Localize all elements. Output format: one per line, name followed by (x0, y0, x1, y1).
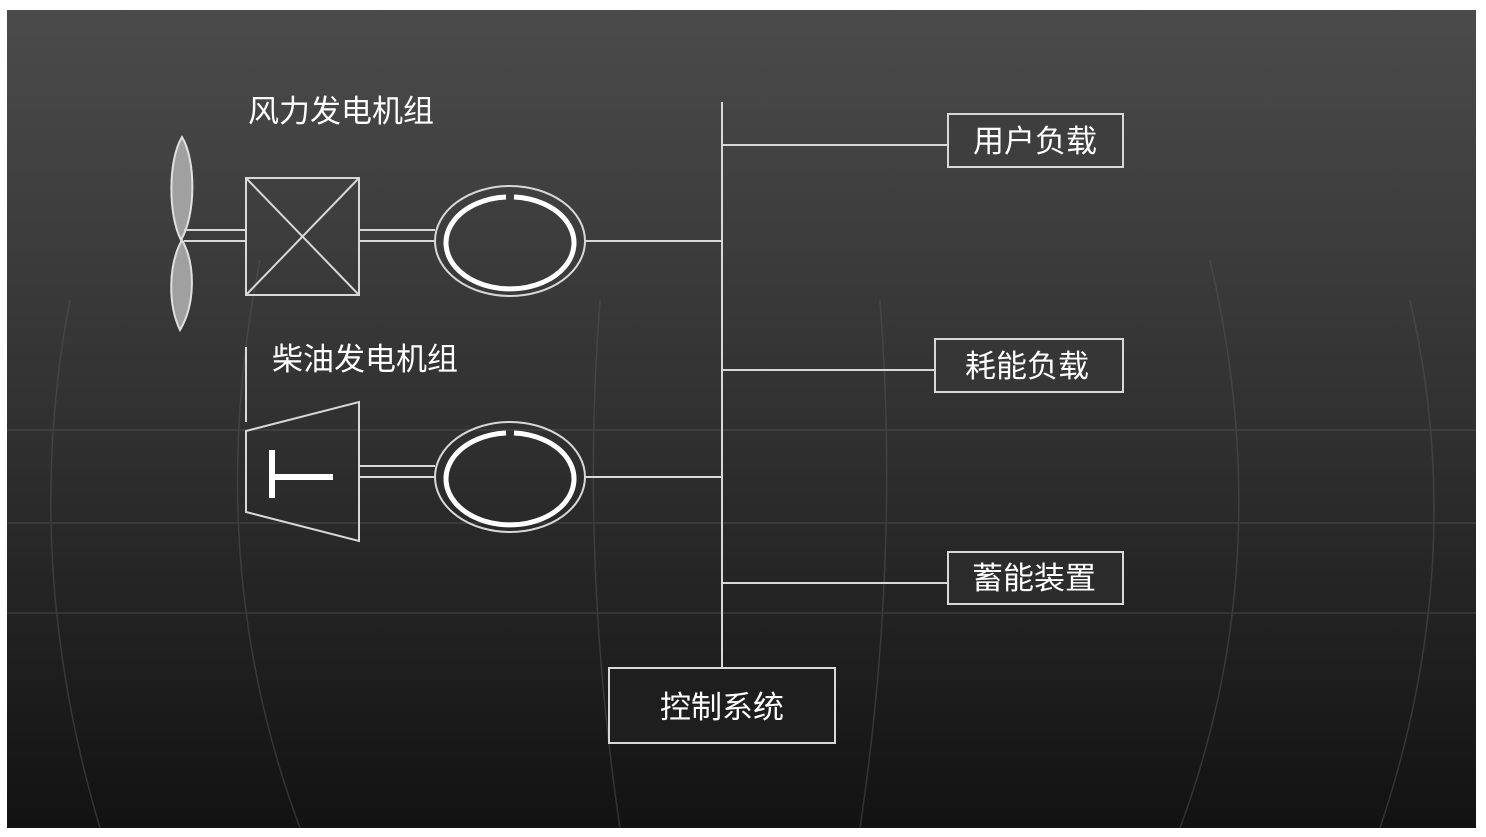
control-system-label: 控制系统 (660, 690, 784, 726)
dissipation-load-label: 耗能负载 (965, 349, 1089, 385)
wind-turbine-icon (170, 135, 246, 333)
wind-generator-label: 风力发电机组 (248, 94, 434, 130)
user-load-box: 用户负载 (947, 113, 1124, 168)
diesel-generator-label: 柴油发电机组 (272, 342, 458, 378)
diesel-generator-shaft (359, 465, 435, 478)
storage-box: 蓄能装置 (947, 551, 1124, 605)
storage-label: 蓄能装置 (972, 561, 1096, 597)
user-load-label: 用户负载 (973, 124, 1097, 160)
control-system-box: 控制系统 (608, 667, 836, 744)
gearbox-icon (245, 177, 360, 296)
wind-generator-shaft (359, 229, 435, 242)
dissipation-load-box: 耗能负载 (934, 338, 1124, 393)
diesel-engine-icon (245, 400, 360, 543)
